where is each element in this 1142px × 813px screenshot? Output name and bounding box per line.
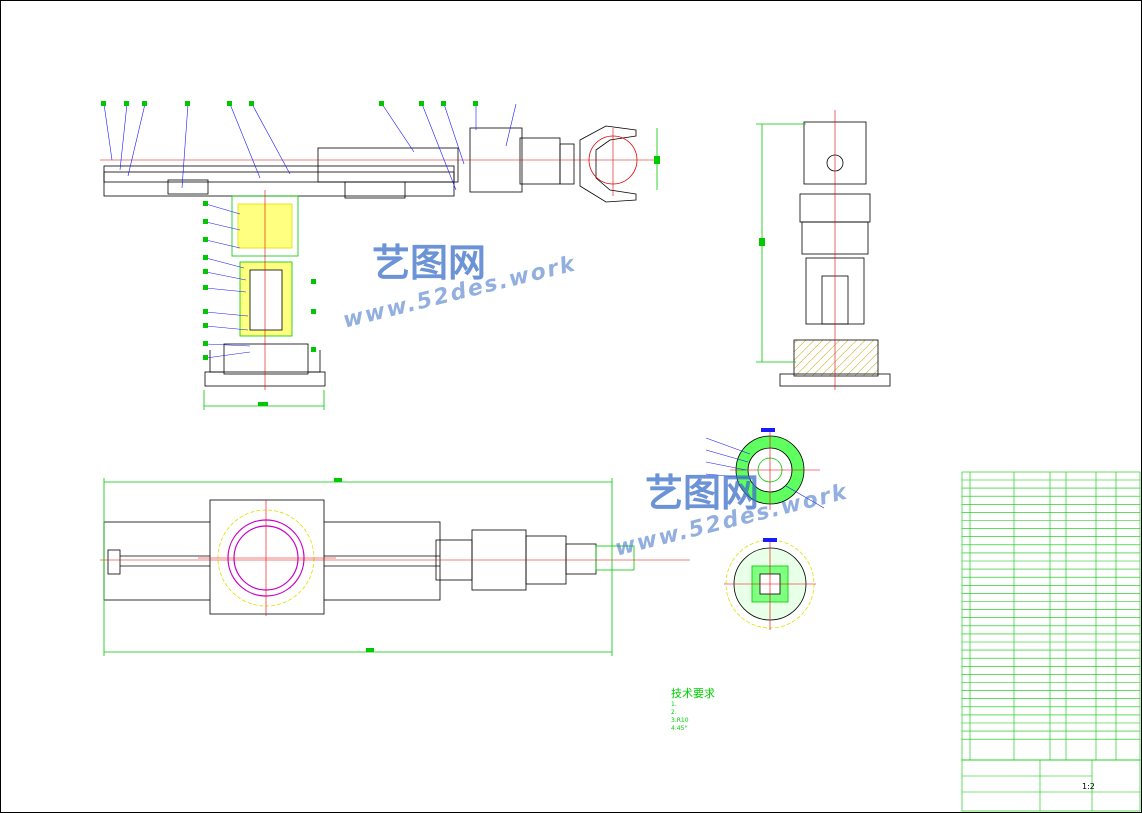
tech-requirements-title: 技术要求 <box>671 687 715 700</box>
tech-item-1: 1. <box>671 701 677 708</box>
parts-list <box>961 471 1141 812</box>
technical-requirements: 技术要求 1. 2. 3.R10 4.45° <box>671 685 715 733</box>
side-view <box>756 110 891 390</box>
scale-value: 1:2 <box>1082 782 1095 791</box>
front-view <box>100 101 660 410</box>
tech-item-3: 3.R10 <box>671 717 689 724</box>
section-views <box>705 428 825 630</box>
top-view <box>100 478 690 656</box>
tech-item-2: 2. <box>671 709 677 716</box>
tech-item-4: 4.45° <box>671 725 688 732</box>
watermark-title-1: 艺图网 <box>372 241 487 285</box>
watermark-title-2: 艺图网 <box>645 471 760 515</box>
